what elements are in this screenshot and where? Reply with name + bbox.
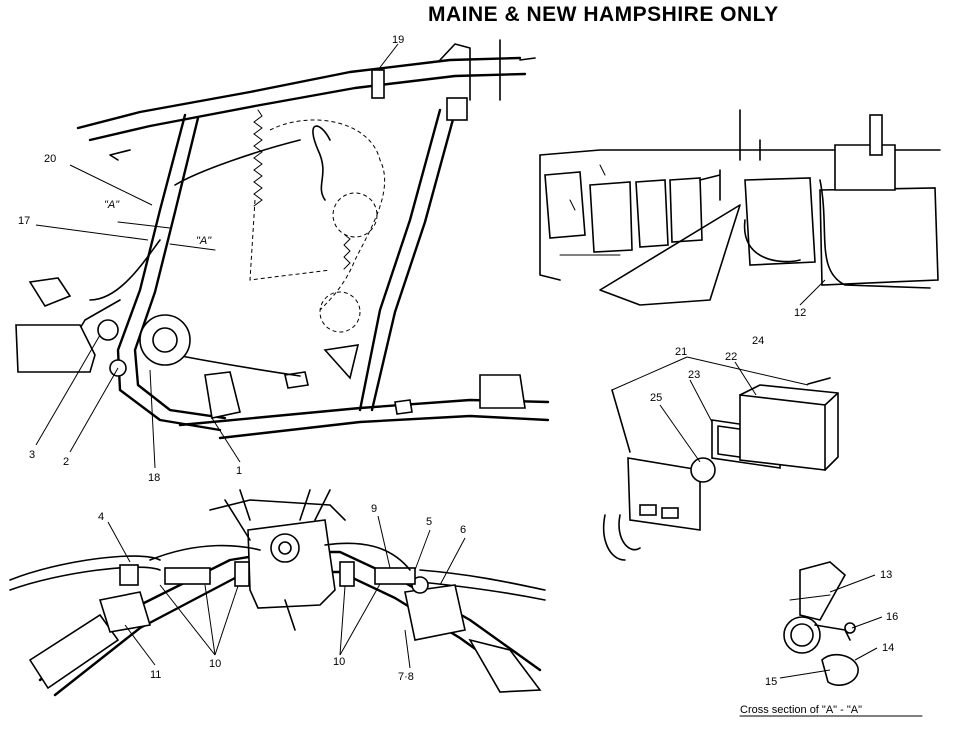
callout-24: 24 [752,335,764,347]
frame-assembly [15,39,550,440]
cross-section-caption: Cross section of "A" - "A" [740,704,862,716]
callout-17: 17 [18,215,30,227]
callout-16: 16 [886,611,898,623]
callout-6: 6 [460,524,466,536]
cross-section-a-a [783,561,859,686]
callout-1: 1 [236,465,242,477]
callout-25: 25 [650,392,662,404]
callout-22: 22 [725,351,737,363]
callout-13: 13 [880,569,892,581]
callout-18: 18 [148,472,160,484]
callout-12: 12 [794,307,806,319]
callout-20: 20 [44,153,56,165]
callout-23: 23 [688,369,700,381]
callout-7-8: 7·8 [398,671,414,683]
battery-relay-assembly [539,109,941,306]
callout-3: 3 [29,449,35,461]
callout-10-right: 10 [333,656,345,668]
section-mark-a-2: "A" [196,235,212,247]
leader-lines [35,43,883,679]
callout-10-left: 10 [209,658,221,670]
callout-15: 15 [765,676,777,688]
callout-14: 14 [882,642,894,654]
callout-9: 9 [371,503,377,515]
section-mark-a-1: "A" [104,199,120,211]
callout-11: 11 [150,669,161,681]
callout-5: 5 [426,516,432,528]
handlebar-assembly [9,489,546,697]
license-light-assembly [603,377,839,561]
callout-21: 21 [675,346,687,358]
callout-2: 2 [63,456,69,468]
callout-4: 4 [98,511,104,523]
diagram-title: MAINE & NEW HAMPSHIRE ONLY [428,3,779,26]
callout-19: 19 [392,34,404,46]
